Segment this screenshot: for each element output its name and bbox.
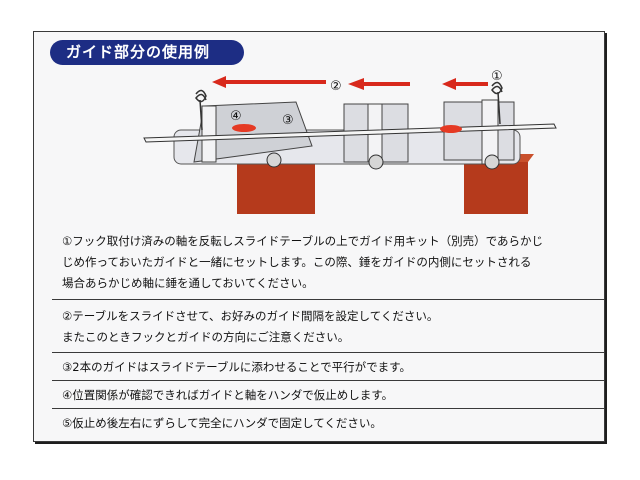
hook-left-icon <box>195 89 207 131</box>
step-3-line-1: ③2本のガイドはスライドテーブルに添わせることで平行がでます。 <box>62 360 411 374</box>
step-2: ②テーブルをスライドさせて、お好みのガイド間隔を設定してください。 またこのとき… <box>52 301 604 353</box>
step-2-line-1: ②テーブルをスライドさせて、お好みのガイド間隔を設定してください。 <box>62 309 439 323</box>
marker-3: ③ <box>282 113 294 128</box>
weight-left <box>232 124 256 132</box>
hook-right-icon <box>491 81 503 125</box>
arrows-group <box>212 76 488 90</box>
step-3: ③2本のガイドはスライドテーブルに添わせることで平行がでます。 <box>52 354 604 381</box>
guide-diagram: ① ② ③ ④ <box>143 69 557 214</box>
step-5-line-1: ⑤仮止め後左右にずらして完全にハンダで固定してください。 <box>62 416 382 430</box>
arrow-left <box>212 76 326 88</box>
clip-left <box>201 105 217 163</box>
marker-1: ① <box>491 69 503 84</box>
marker-4: ④ <box>230 109 242 124</box>
marker-2: ② <box>330 79 342 94</box>
guide-plate-left <box>193 101 313 163</box>
step-2-line-2: またこのときフックとガイドの方向にご注意ください。 <box>62 330 350 344</box>
step-1-line-3: 場合あらかじめ軸に錘を通しておいてください。 <box>62 276 314 290</box>
section-title: ガイド部分の使用例 <box>50 40 244 65</box>
support-block-right <box>464 162 528 214</box>
step-1: ①フック取付け済みの軸を反転しスライドテーブルの上でガイド用キット（別売）であら… <box>52 226 604 300</box>
wheel-right <box>484 154 500 170</box>
clip-right <box>481 99 499 165</box>
instruction-panel <box>33 31 605 442</box>
wheel-center <box>368 154 384 170</box>
step-5: ⑤仮止め後左右にずらして完全にハンダで固定してください。 <box>52 410 604 436</box>
step-4: ④位置関係が確認できればガイドと軸をハンダで仮止めします。 <box>52 382 604 409</box>
weight-right <box>440 125 462 133</box>
step-4-line-1: ④位置関係が確認できればガイドと軸をハンダで仮止めします。 <box>62 388 394 402</box>
step-1-line-1: ①フック取付け済みの軸を反転しスライドテーブルの上でガイド用キット（別売）であら… <box>62 234 543 248</box>
step-1-line-2: じめ作っておいたガイドと一緒にセットします。この際、錘をガイドの内側にセットされ… <box>62 255 532 269</box>
arrow-center <box>348 78 410 90</box>
wheel-left <box>266 152 282 168</box>
arrow-right <box>442 78 488 90</box>
